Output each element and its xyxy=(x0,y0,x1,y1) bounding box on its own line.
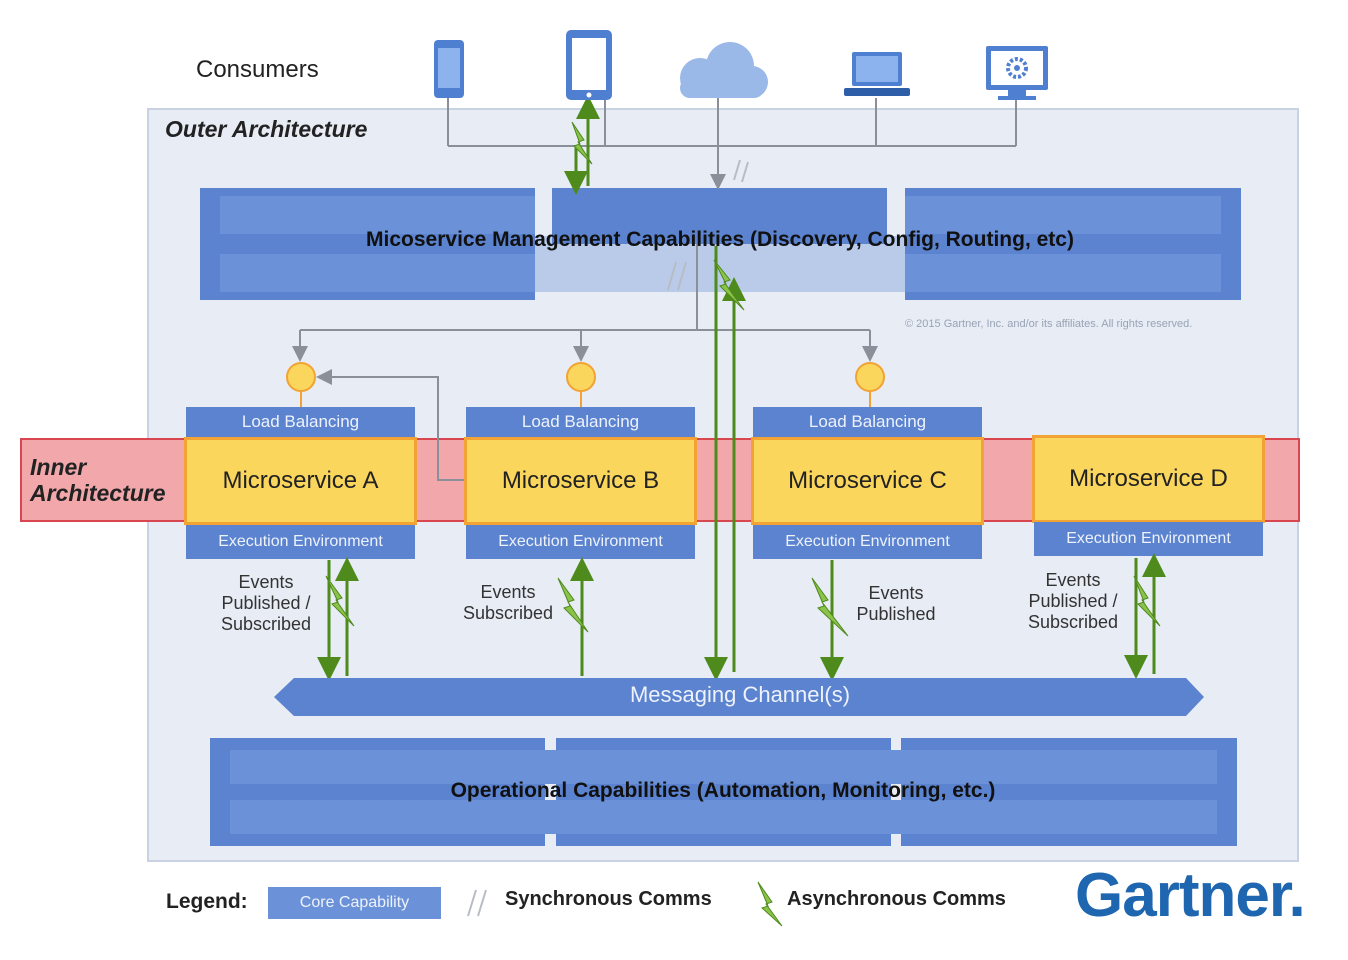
events-label-d-line3: Subscribed xyxy=(1027,612,1119,632)
load-balancing-c: Load Balancing xyxy=(753,407,982,437)
load-balancer-nodes xyxy=(286,362,885,392)
tablet-icon xyxy=(566,30,612,100)
gartner-logo: Gartner. xyxy=(1075,861,1306,930)
sync-icon-consumers xyxy=(733,159,749,183)
operational-capabilities-label: Operational Capabilities (Automation, Mo… xyxy=(450,779,996,802)
management-capabilities-label: Micoservice Management Capabilities (Dis… xyxy=(366,228,1074,251)
events-label-d-line1: Events xyxy=(1045,570,1101,590)
events-label-b: Events Subscribed xyxy=(448,582,568,624)
management-block-middle xyxy=(552,188,887,244)
management-block-left-strip-top xyxy=(220,196,535,234)
events-label-a-line3: Subscribed xyxy=(220,614,312,634)
operational-strip-top xyxy=(230,750,1217,784)
microservice-d: Microservice D xyxy=(1032,435,1265,523)
operational-strip-bottom xyxy=(230,800,1217,834)
laptop-icon xyxy=(844,52,910,96)
messaging-channel-bar xyxy=(274,678,1204,716)
events-label-c-line1: Events xyxy=(868,583,924,603)
microservice-a: Microservice A xyxy=(184,437,417,525)
sync-icon-management xyxy=(667,261,687,291)
events-label-b-line1: Events xyxy=(480,582,536,602)
events-label-a-line1: Events xyxy=(238,572,294,592)
events-label-b-line2: Subscribed xyxy=(462,603,554,623)
consumer-connector-lines xyxy=(447,98,1017,190)
execution-environment-b: Execution Environment xyxy=(466,525,695,559)
consumers-label: Consumers xyxy=(196,56,319,83)
management-block-right-strip-bottom xyxy=(905,254,1221,292)
async-lines xyxy=(317,95,1166,681)
management-block-middle-faded xyxy=(535,236,907,292)
monitor-gear-icon xyxy=(986,46,1048,100)
legend-sync-icon xyxy=(467,889,487,917)
routing-lines xyxy=(292,244,878,481)
load-balancer-stems xyxy=(300,391,871,407)
legend-synchronous-comms: Synchronous Comms xyxy=(505,888,712,910)
legend-async-icon xyxy=(757,881,783,927)
copyright-notice: © 2015 Gartner, Inc. and/or its affiliat… xyxy=(905,318,1193,330)
outer-architecture-label: Outer Architecture xyxy=(165,116,368,142)
management-block-right-strip-top xyxy=(905,196,1221,234)
load-balancing-b: Load Balancing xyxy=(466,407,695,437)
events-label-a: Events Published / Subscribed xyxy=(206,572,326,635)
events-label-a-line2: Published / xyxy=(221,593,311,613)
lightning-bolt-icon xyxy=(325,121,1161,637)
microservice-c: Microservice C xyxy=(751,437,984,525)
events-label-d-line2: Published / xyxy=(1028,591,1118,611)
legend-core-capability: Core Capability xyxy=(268,887,441,919)
events-label-c-line2: Published xyxy=(856,604,936,624)
events-label-c: Events Published xyxy=(838,583,954,625)
execution-environment-c: Execution Environment xyxy=(753,525,982,559)
management-block-left-strip-bottom xyxy=(220,254,535,292)
execution-environment-a: Execution Environment xyxy=(186,525,415,559)
inner-architecture-label: Inner Architecture xyxy=(30,454,165,506)
phone-icon xyxy=(434,40,464,98)
legend-label: Legend: xyxy=(166,890,248,913)
messaging-channel-label: Messaging Channel(s) xyxy=(629,682,851,707)
microservice-b: Microservice B xyxy=(464,437,697,525)
legend-asynchronous-comms: Asynchronous Comms xyxy=(787,888,1006,910)
cloud-icon xyxy=(680,42,768,98)
events-label-d: Events Published / Subscribed xyxy=(1013,570,1133,633)
inner-architecture-label-line1: Inner xyxy=(30,454,87,480)
load-balancing-a: Load Balancing xyxy=(186,407,415,437)
inner-architecture-label-line2: Architecture xyxy=(30,480,166,506)
execution-environment-d: Execution Environment xyxy=(1034,522,1263,556)
